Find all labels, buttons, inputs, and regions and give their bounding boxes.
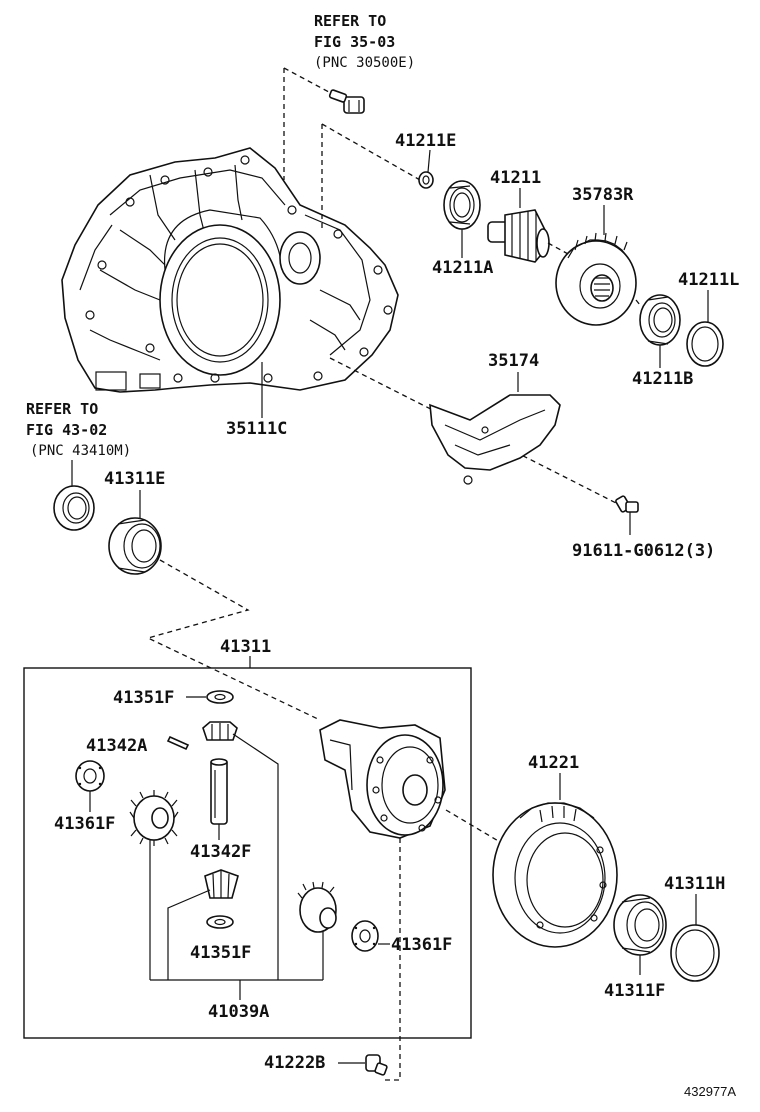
leader-side-gear-top xyxy=(232,733,279,980)
leader-41039A-bracket xyxy=(150,979,323,1000)
side-gear-left-icon xyxy=(129,790,179,846)
bearing-41211B-icon xyxy=(639,294,681,346)
ring-41311H-icon xyxy=(670,924,720,982)
plug-41211E-icon xyxy=(418,171,434,189)
label-41211E: 41211E xyxy=(395,131,456,151)
ring-gear-41221-icon xyxy=(492,802,618,948)
label-35783R: 35783R xyxy=(572,185,634,205)
dash-line-41311E-to-case xyxy=(146,559,321,721)
bearing-41311E-icon xyxy=(108,517,162,575)
reference-top-line1: REFER TO xyxy=(314,12,386,30)
transaxle-housing-icon xyxy=(61,147,399,393)
leader-pinion-gear-middle xyxy=(167,889,211,980)
dash-line-housing-to-41211E xyxy=(321,123,421,181)
washer-41361F-left-icon xyxy=(75,760,105,792)
label-35111C: 35111C xyxy=(226,419,287,439)
label-41222B: 41222B xyxy=(264,1053,325,1073)
pin-41342A-icon xyxy=(166,735,190,751)
label-91611-G0612: 91611-G0612(3) xyxy=(572,541,715,561)
label-41211: 41211 xyxy=(490,168,541,188)
side-gear-right-icon xyxy=(297,881,337,933)
leader-41211E xyxy=(427,149,431,173)
shaft-41342F-icon xyxy=(210,758,228,825)
label-41361F-right: 41361F xyxy=(391,935,452,955)
washer-41351F-bottom-icon xyxy=(206,915,234,929)
reference-left-line3: (PNC 43410M) xyxy=(30,443,131,459)
reference-top-line2: FIG 35-03 xyxy=(314,33,395,51)
illustration-number: 432977A xyxy=(684,1084,736,1099)
label-41211B: 41211B xyxy=(632,369,693,389)
label-41311H: 41311H xyxy=(664,874,725,894)
differential-assembly-box xyxy=(23,667,472,1039)
ring-41211L-icon xyxy=(686,321,724,367)
dash-line-shaft-to-gear xyxy=(547,242,571,256)
label-41342F: 41342F xyxy=(190,842,251,862)
dash-line-top-ref-bolt xyxy=(283,67,341,99)
reference-note-top: REFER TO FIG 35-03 (PNC 30500E) xyxy=(314,12,415,71)
dash-line-case-to-bolt-41222B xyxy=(382,838,401,1081)
bearing-41211A-icon xyxy=(443,180,481,230)
label-41351F-top: 41351F xyxy=(113,688,174,708)
label-41039A: 41039A xyxy=(208,1002,269,1022)
reference-note-left: REFER TO FIG 43-02 (PNC 43410M) xyxy=(26,400,131,459)
bolt-91611-icon xyxy=(615,495,639,513)
washer-41351F-top-icon xyxy=(206,690,234,704)
label-41211L: 41211L xyxy=(678,270,739,290)
label-41311E: 41311E xyxy=(104,469,165,489)
dash-line-gear-to-bearing xyxy=(635,299,641,306)
gear-35783R-icon xyxy=(555,232,637,326)
label-41351F-bottom: 41351F xyxy=(190,943,251,963)
washer-41361F-right-icon xyxy=(351,920,379,952)
label-41342A: 41342A xyxy=(86,736,147,756)
label-41211A: 41211A xyxy=(432,258,493,278)
dash-line-case-to-ring-gear xyxy=(445,809,501,843)
bearing-41311F-icon xyxy=(613,894,667,956)
label-41311F: 41311F xyxy=(604,981,665,1001)
label-41221: 41221 xyxy=(528,753,579,773)
pinion-gear-middle-icon xyxy=(204,869,239,899)
reference-left-line1: REFER TO xyxy=(26,400,98,418)
oil-seal-left-icon xyxy=(53,485,95,531)
differential-case-icon xyxy=(319,719,446,839)
side-gear-top-icon xyxy=(202,721,238,741)
bolt-41222B-icon xyxy=(365,1054,388,1076)
label-35174: 35174 xyxy=(488,351,539,371)
shield-35174-icon xyxy=(429,394,561,485)
reference-left-line2: FIG 43-02 xyxy=(26,421,107,439)
label-41311: 41311 xyxy=(220,637,271,657)
reference-top-line3: (PNC 30500E) xyxy=(314,55,415,71)
pinion-shaft-41211-icon xyxy=(487,209,550,263)
bolt-top-icon xyxy=(328,89,365,114)
label-41361F-left: 41361F xyxy=(54,814,115,834)
